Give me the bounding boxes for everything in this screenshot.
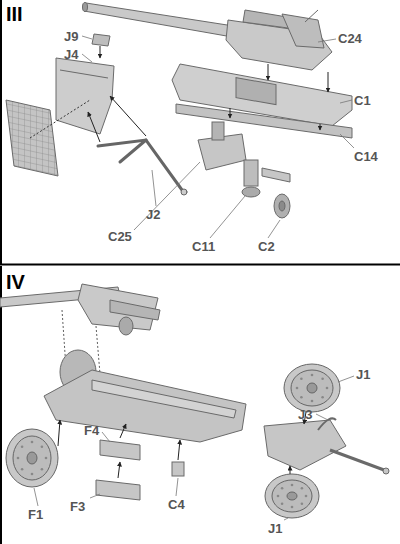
platform — [6, 34, 114, 176]
wheel-bolt — [31, 473, 34, 476]
wheel-bolt — [291, 506, 294, 509]
wheel-bolt — [321, 378, 324, 381]
part-label: C4 — [168, 498, 185, 511]
step-number: IV — [6, 272, 25, 292]
cradle — [172, 64, 352, 138]
wheel-bolt — [326, 387, 329, 390]
wheel-bolt — [291, 484, 294, 487]
wheel-bolt — [321, 396, 324, 399]
wheel-bolt — [311, 374, 314, 377]
part-label: C2 — [258, 240, 275, 253]
carriage-chassis — [44, 350, 246, 442]
wheel-bolt — [281, 487, 284, 490]
limber — [264, 418, 389, 474]
small-parts — [96, 440, 184, 500]
part-label: J3 — [298, 408, 312, 421]
wheel-bolt — [281, 502, 284, 505]
wheel-bolt — [21, 445, 24, 448]
gun-barrel — [83, 3, 333, 71]
wheel-bolt — [300, 378, 303, 381]
carriage-parts — [198, 122, 290, 218]
wheel-bolt — [21, 468, 24, 471]
part-label: F4 — [84, 424, 99, 437]
part-label: C25 — [108, 230, 132, 243]
trail-leg — [98, 140, 187, 195]
assembly-arrow — [88, 96, 146, 142]
wheel-bolt — [41, 468, 44, 471]
leader-line — [82, 36, 354, 238]
wheel-bolt — [277, 495, 280, 498]
part-label: C1 — [354, 94, 371, 107]
part-label: J9 — [64, 30, 78, 43]
leader-line — [34, 376, 354, 520]
part-label: C14 — [354, 150, 378, 163]
part-label: C24 — [338, 32, 362, 45]
part-label: J4 — [64, 48, 78, 61]
wheel-bolt — [31, 441, 34, 444]
assembly-arrow — [58, 412, 306, 478]
assembly-arrow — [230, 64, 328, 130]
part-label: J1 — [268, 522, 282, 535]
wheel-bolt — [311, 400, 314, 403]
part-label: J1 — [356, 368, 370, 381]
wheel-bolt — [300, 396, 303, 399]
part-label: J2 — [146, 208, 160, 221]
wheel-bolt — [301, 502, 304, 505]
part-label: F1 — [28, 508, 43, 521]
wheel-bolt — [17, 457, 20, 460]
step-number: III — [6, 4, 23, 24]
wheel-bolt — [41, 445, 44, 448]
part-label: F3 — [70, 500, 85, 513]
wheel-bolt — [45, 457, 48, 460]
wheel-bolt — [301, 487, 304, 490]
wheel-bolt — [296, 387, 299, 390]
wheel-bolt — [305, 495, 308, 498]
part-label: C11 — [192, 240, 215, 253]
